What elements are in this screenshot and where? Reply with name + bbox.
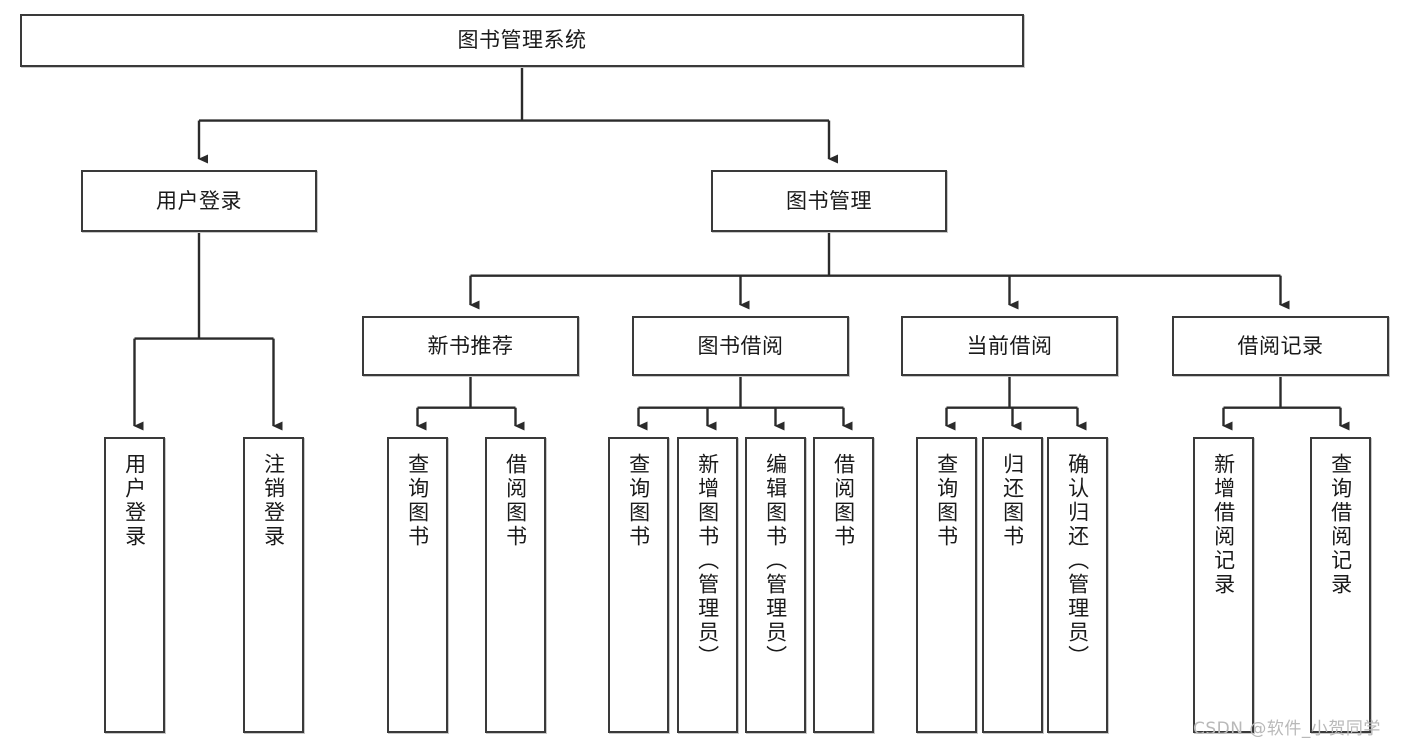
leaf-borrow-book-2[interactable]: 借阅图书 — [813, 437, 874, 733]
node-current-borrow[interactable]: 当前借阅 — [901, 316, 1118, 376]
leaf-borrow-book-1-label: 借阅图书 — [503, 453, 528, 549]
leaf-query-book-1[interactable]: 查询图书 — [387, 437, 448, 733]
leaf-edit-book[interactable]: 编辑图书（管理员） — [745, 437, 806, 733]
leaf-return-book[interactable]: 归还图书 — [982, 437, 1043, 733]
node-user-login[interactable]: 用户登录 — [81, 170, 317, 232]
node-borrow-record-label: 借阅记录 — [1237, 333, 1324, 358]
leaf-add-borrow-record[interactable]: 新增借阅记录 — [1193, 437, 1254, 733]
node-new-book-recommend[interactable]: 新书推荐 — [362, 316, 579, 376]
node-borrow-record[interactable]: 借阅记录 — [1172, 316, 1389, 376]
leaf-return-book-label: 归还图书 — [1000, 453, 1025, 549]
node-root[interactable]: 图书管理系统 — [20, 14, 1024, 67]
leaf-query-book-2-label: 查询图书 — [626, 453, 651, 549]
leaf-query-book-2[interactable]: 查询图书 — [608, 437, 669, 733]
leaf-user-login-label: 用户登录 — [122, 453, 147, 549]
leaf-user-login[interactable]: 用户登录 — [104, 437, 165, 733]
leaf-borrow-book-1[interactable]: 借阅图书 — [485, 437, 546, 733]
leaf-user-logout-label: 注销登录 — [261, 453, 286, 549]
leaf-user-logout[interactable]: 注销登录 — [243, 437, 304, 733]
leaf-confirm-return-label: 确认归还（管理员） — [1065, 453, 1090, 669]
leaf-borrow-book-2-label: 借阅图书 — [831, 453, 856, 549]
leaf-query-borrow-record-label: 查询借阅记录 — [1328, 453, 1353, 597]
node-book-borrow-label: 图书借阅 — [697, 333, 784, 358]
leaf-query-book-3-label: 查询图书 — [934, 453, 959, 549]
leaf-add-book-label: 新增图书（管理员） — [695, 453, 720, 669]
node-current-borrow-label: 当前借阅 — [966, 333, 1053, 358]
node-new-book-recommend-label: 新书推荐 — [427, 333, 514, 358]
leaf-query-borrow-record[interactable]: 查询借阅记录 — [1310, 437, 1371, 733]
node-root-label: 图书管理系统 — [457, 28, 587, 53]
leaf-edit-book-label: 编辑图书（管理员） — [763, 453, 788, 669]
leaf-query-book-3[interactable]: 查询图书 — [916, 437, 977, 733]
leaf-query-book-1-label: 查询图书 — [405, 453, 430, 549]
leaf-add-borrow-record-label: 新增借阅记录 — [1211, 453, 1236, 597]
leaf-confirm-return[interactable]: 确认归还（管理员） — [1047, 437, 1108, 733]
leaf-add-book[interactable]: 新增图书（管理员） — [677, 437, 738, 733]
node-book-manage[interactable]: 图书管理 — [711, 170, 947, 232]
node-book-borrow[interactable]: 图书借阅 — [632, 316, 849, 376]
node-book-manage-label: 图书管理 — [786, 188, 872, 213]
node-user-login-label: 用户登录 — [156, 188, 242, 213]
